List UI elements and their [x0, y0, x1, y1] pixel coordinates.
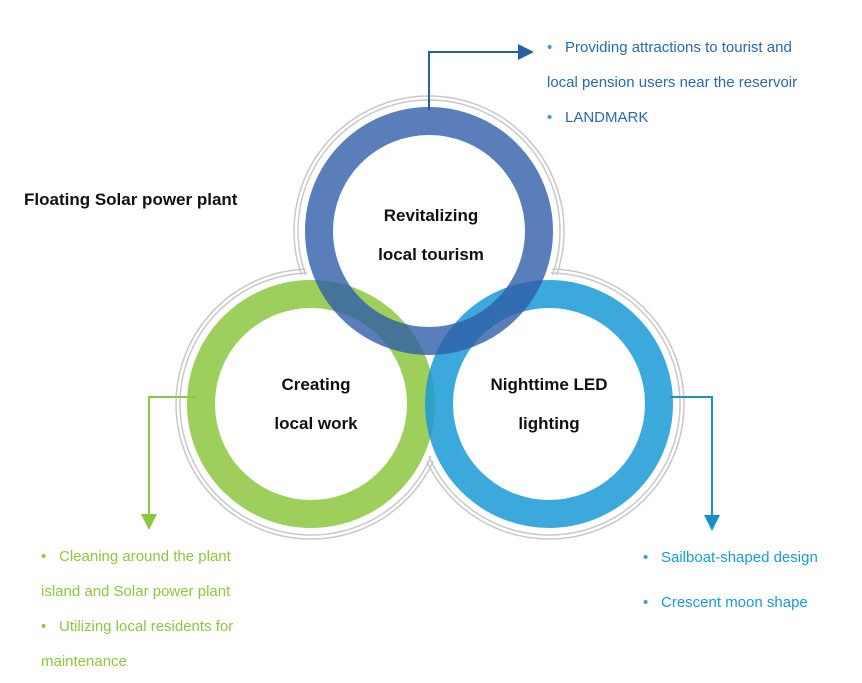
right-note-item1: • Sailboat-shaped design: [643, 540, 818, 575]
top-note-item2-text: LANDMARK: [565, 109, 649, 126]
ring-top-revitalizing-tourism: [305, 107, 553, 355]
left-note-item1-line2: island and Solar power plant: [41, 583, 231, 600]
top-note-item1-line2: local pension users near the reservoir: [547, 74, 798, 91]
left-note-item2-line2: maintenance: [41, 653, 127, 670]
circle-left-label-line2: local work: [274, 414, 358, 433]
arrow-right-to-notes: [670, 396, 720, 531]
circle-right-label-line2: lighting: [518, 414, 580, 433]
bullet-icon: •: [643, 594, 649, 611]
right-note-item2: • Crescent moon shape: [643, 585, 818, 620]
diagram-title: Floating Solar power plant: [24, 190, 238, 209]
circle-top-label-line1: Revitalizing: [383, 206, 479, 225]
top-note-item1-line1: Providing attractions to tourist and: [565, 39, 792, 56]
ring-left-creating-local-work: [187, 280, 435, 528]
bullet-icon: •: [643, 549, 649, 566]
left-note-item1: • Cleaning around the plant: [41, 539, 233, 574]
top-notes: • Providing attractions to tourist and lo…: [547, 30, 797, 135]
arrow-top-to-notes: [428, 44, 534, 110]
circle-right-label-line1: Nighttime LED: [490, 375, 608, 394]
bullet-icon: •: [41, 548, 47, 565]
right-notes: • Sailboat-shaped design • Crescent moon s…: [643, 540, 818, 620]
bullet-icon: •: [547, 39, 553, 56]
left-notes: • Cleaning around the plant island and So…: [41, 539, 233, 679]
circle-left-label-line1: Creating: [281, 375, 351, 394]
bullet-icon: •: [41, 618, 47, 635]
right-note-item2-text: Crescent moon shape: [661, 594, 808, 611]
right-note-item1-text: Sailboat-shaped design: [661, 549, 818, 566]
left-note-item2-line1: Utilizing local residents for: [59, 618, 234, 635]
top-note-item2: • LANDMARK: [547, 100, 797, 135]
left-note-item1-line1: Cleaning around the plant: [59, 548, 231, 565]
top-note-item1: • Providing attractions to tourist and: [547, 30, 797, 65]
left-note-item2: • Utilizing local residents for: [41, 609, 233, 644]
bullet-icon: •: [547, 109, 553, 126]
circle-top-label-line2: local tourism: [378, 245, 484, 264]
arrow-left-to-notes: [141, 396, 196, 530]
ring-right-nighttime-led: [425, 280, 673, 528]
